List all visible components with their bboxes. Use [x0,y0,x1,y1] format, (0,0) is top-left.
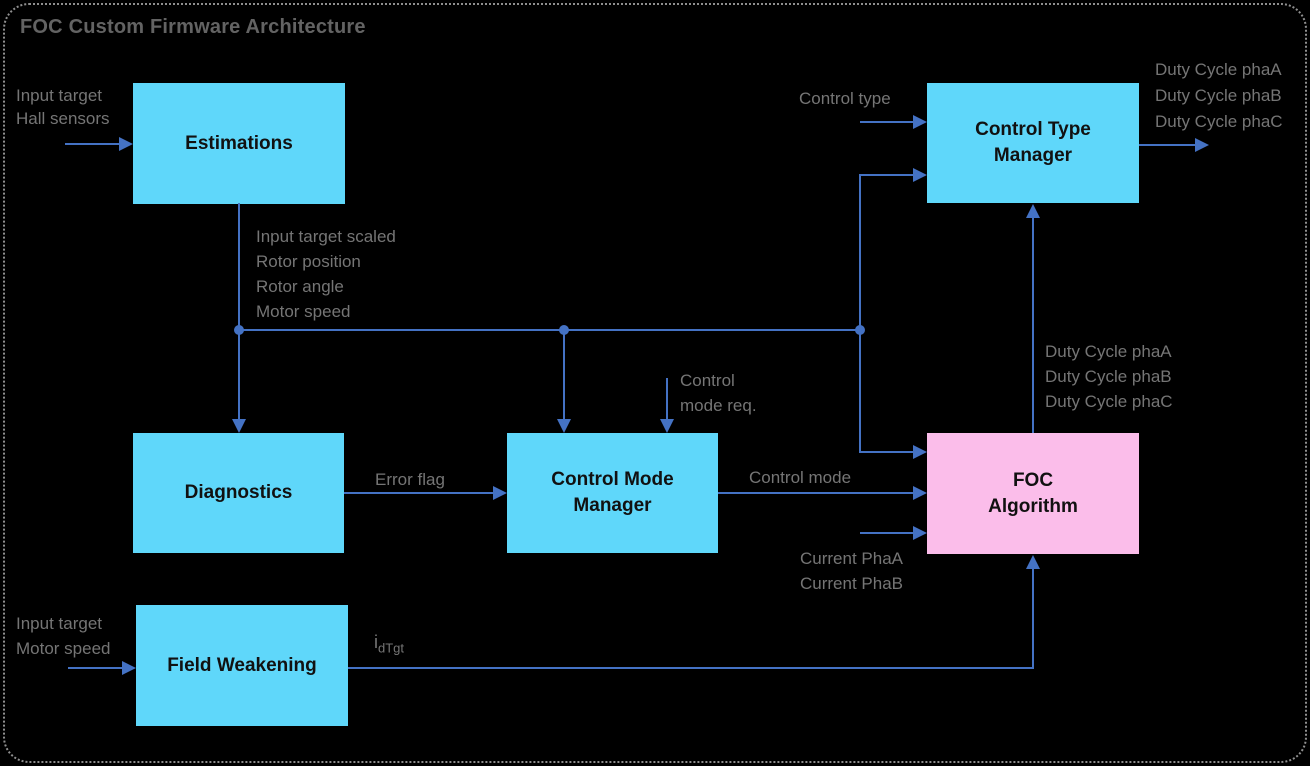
diagram-title: FOC Custom Firmware Architecture [20,16,366,38]
arrowhead-control-type-manager-bottom-input [1026,204,1040,218]
arrowhead-control-mode-req [660,419,674,433]
label-foc-duty-cycle-phaA: Duty Cycle phaA [1045,342,1172,361]
label-foc-duty-cycle-phaC: Duty Cycle phaC [1045,392,1173,411]
connector-error-flag [344,492,493,494]
label-motor-speed: Motor speed [256,302,351,321]
label-duty-cycle-phaB: Duty Cycle phaB [1155,86,1282,105]
label-rotor-angle: Rotor angle [256,277,344,296]
block-diagnostics-label: Diagnostics [184,482,293,503]
arrowhead-foc-input1 [913,445,927,459]
label-control-mode-req-line2: mode req. [680,396,757,415]
label-control-mode-req: Control mode req. [680,368,757,418]
block-control-type-manager: Control Type Manager [927,83,1139,203]
arrowhead-foc-bottom-input [1026,555,1040,569]
arrowhead-current-input [913,526,927,540]
arrowhead-control-type-input [913,115,927,129]
connector-trunk-to-foc [861,451,913,453]
label-current-phaB: Current PhaB [800,574,903,593]
connector-idtgt-horizontal [348,667,1034,669]
block-foc-algorithm-label-line2: Algorithm [988,495,1078,517]
connector-control-mode-req [666,378,668,420]
arrowhead-control-mode [913,486,927,500]
label-foc-duty-cycle-phaB: Duty Cycle phaB [1045,367,1172,386]
connector-estimations-input [65,143,120,145]
block-field-weakening-label: Field Weakening [167,654,317,676]
label-current-phaA: Current PhaA [800,549,903,568]
junction-dot-middle [559,325,569,335]
label-foc-duty-cycle-outputs: Duty Cycle phaA Duty Cycle phaB Duty Cyc… [1045,339,1173,414]
label-rotor-position: Rotor position [256,252,361,271]
label-idtgt-sub: dTgt [378,640,405,656]
label-hall-sensors: Hall sensors [16,109,110,128]
block-control-type-manager-label-line1: Control Type [975,119,1091,140]
connector-foc-to-control-type-manager [1032,218,1034,433]
block-estimations-label: Estimations [185,132,293,154]
arrowhead-error-flag [493,486,507,500]
connector-bus-to-diagnostics [238,331,240,420]
connector-control-type-input [860,121,913,123]
label-error-flag: Error flag [375,470,445,489]
junction-dot-left [234,325,244,335]
arrowhead-field-weakening-input [122,661,136,675]
label-input-target: Input target [16,86,103,105]
label-control-mode: Control mode [749,468,852,487]
arrowhead-estimations-input [119,137,133,151]
connector-bus-trunk-vertical [859,174,861,453]
block-control-type-manager-label-line2: Manager [993,145,1073,166]
connector-idtgt-vertical [1032,569,1034,669]
label-control-mode-req-line1: Control [680,371,735,390]
connector-estimations-bus [238,329,861,331]
block-foc-algorithm-label-line1: FOC [1012,469,1054,491]
block-estimations: Estimations [133,83,345,204]
connector-trunk-to-control-type-manager [861,174,913,176]
label-fw-input-target: Input target [16,614,103,633]
label-fw-motor-speed: Motor speed [16,639,111,658]
label-idtgt: idTgt [374,630,404,661]
arrowhead-diagnostics-input [232,419,246,433]
connector-current-input [860,532,913,534]
label-current-inputs: Current PhaA Current PhaB [800,546,903,596]
block-control-mode-manager: Control Mode Manager [507,433,718,553]
label-input-target-scaled: Input target scaled [256,227,396,246]
label-duty-cycle-phaA: Duty Cycle phaA [1155,60,1282,79]
block-control-mode-manager-label-line1: Control Mode [551,469,674,490]
label-idtgt-base: i [374,632,378,652]
block-diagnostics: Diagnostics [133,433,344,553]
block-foc-algorithm: FOC Algorithm [927,433,1139,554]
arrowhead-control-mode-manager-input1 [557,419,571,433]
label-control-type: Control type [799,89,891,108]
connector-field-weakening-input [68,667,122,669]
label-field-weakening-inputs: Input target Motor speed [16,611,111,661]
label-estimations-inputs: Input target Hall sensors [16,84,110,130]
junction-dot-right [855,325,865,335]
connector-bus-to-control-mode-manager [563,331,565,420]
arrowhead-control-type-manager-input2 [913,168,927,182]
connector-duty-cycle-output [1139,144,1195,146]
label-estimations-outputs: Input target scaled Rotor position Rotor… [256,224,396,324]
arrowhead-duty-cycle-output [1195,138,1209,152]
connector-estimations-out-vertical [238,203,240,330]
label-duty-cycle-outputs: Duty Cycle phaA Duty Cycle phaB Duty Cyc… [1155,57,1283,135]
connector-control-mode [718,492,913,494]
label-duty-cycle-phaC: Duty Cycle phaC [1155,112,1283,131]
block-field-weakening: Field Weakening [136,605,348,726]
block-control-mode-manager-label-line2: Manager [573,495,652,516]
